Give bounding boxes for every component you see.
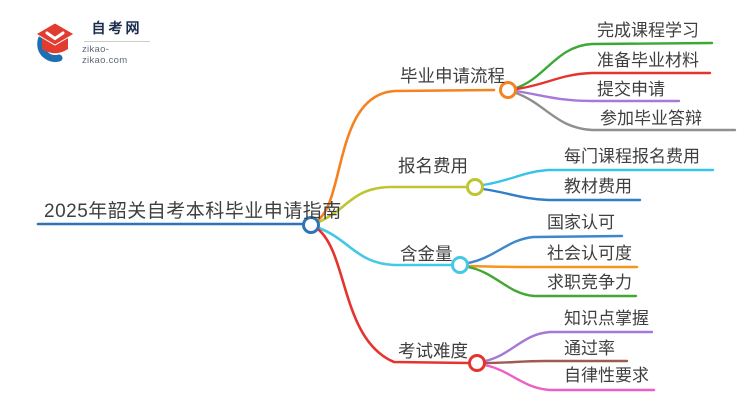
branch2-node-circle[interactable] — [466, 178, 484, 196]
branch4-child1-line — [483, 330, 654, 363]
branch4-child2-label[interactable]: 通过率 — [564, 339, 615, 358]
branch4-node-circle[interactable] — [468, 354, 486, 372]
branch4-label[interactable]: 考试难度 — [398, 341, 468, 361]
graduation-cap-logo-icon — [35, 22, 75, 62]
branch2-line — [317, 185, 469, 224]
branch3-child3-line — [466, 265, 638, 298]
branch3-line — [317, 226, 454, 267]
branch4-child3-label[interactable]: 自律性要求 — [564, 366, 649, 385]
branch4-child1-label[interactable]: 知识点掌握 — [564, 309, 649, 328]
branch4-child2-line — [483, 359, 629, 365]
branch1-child2-line — [514, 71, 712, 91]
branch1-child1-label[interactable]: 完成课程学习 — [597, 21, 699, 40]
branch2-child1-line — [481, 168, 715, 187]
branch1-child3-line — [514, 89, 681, 103]
branch3-child1-line — [466, 234, 624, 265]
branch1-child3-label[interactable]: 提交申请 — [597, 80, 665, 99]
branch1-label[interactable]: 毕业申请流程 — [400, 66, 505, 86]
root-node-circle[interactable] — [302, 216, 320, 234]
branch3-node-circle[interactable] — [451, 256, 469, 274]
branch2-child2-line — [481, 187, 642, 202]
branch1-node-circle[interactable] — [499, 81, 517, 99]
logo-divider — [84, 41, 150, 42]
branch3-label[interactable]: 含金量 — [400, 244, 453, 264]
branch3-child1-label[interactable]: 国家认可 — [547, 213, 615, 232]
branch3-child2-label[interactable]: 社会认可度 — [547, 244, 632, 263]
branch4-line — [317, 228, 471, 365]
root-topic-label[interactable]: 2025年韶关自考本科毕业申请指南 — [44, 201, 342, 222]
branch1-child1-line — [514, 41, 714, 90]
branch1-child4-line — [514, 91, 737, 132]
branch2-label[interactable]: 报名费用 — [398, 156, 468, 176]
logo-site-domain: zikao-zikao.com — [82, 44, 128, 66]
branch2-child2-label[interactable]: 教材费用 — [564, 177, 632, 196]
branch1-line — [316, 88, 496, 222]
logo-site-name: 自考网 — [91, 20, 143, 36]
site-logo[interactable]: 自考网 zikao-zikao.com — [28, 18, 152, 66]
branch4-child3-line — [483, 363, 656, 392]
branch3-child3-label[interactable]: 求职竞争力 — [547, 273, 632, 292]
branch2-child1-label[interactable]: 每门课程报名费用 — [564, 147, 700, 166]
branch1-child4-label[interactable]: 参加毕业答辩 — [600, 109, 702, 128]
branch3-child2-line — [466, 264, 639, 269]
branch1-child2-label[interactable]: 准备毕业材料 — [597, 51, 699, 70]
